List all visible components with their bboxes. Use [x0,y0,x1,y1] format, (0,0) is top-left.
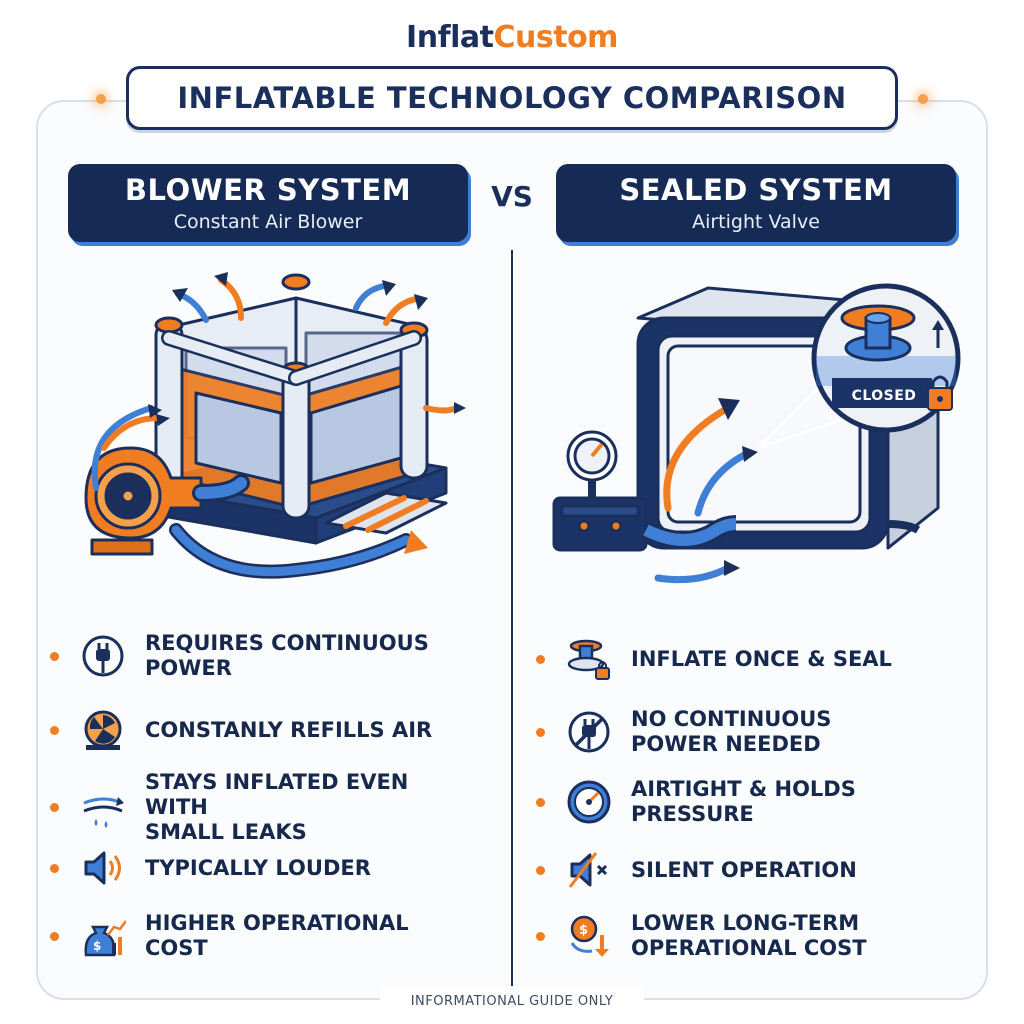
feature-text: LOWER LONG-TERM OPERATIONAL COST [631,911,867,960]
bounce-house-illustration [56,268,496,608]
bullet-dot [536,797,545,807]
sealed-system-subtitle: Airtight Valve [692,211,820,233]
feature-text: INFLATE ONCE & SEAL [631,646,892,671]
bullet-dot [536,865,545,875]
footer-note: INFORMATIONAL GUIDE ONLY [410,994,614,1009]
no-plug-icon [561,704,617,760]
glow-dot [96,94,106,104]
bullet-dot [536,727,545,737]
feature-text: STAYS INFLATED EVEN WITH SMALL LEAKS [145,770,409,844]
brand-logo: InflatCustom [0,20,1024,55]
feature-text: REQUIRES CONTINUOUS POWER [145,631,429,680]
feature-text: TYPICALLY LOUDER [145,855,371,880]
plug-icon [75,628,131,684]
sealed-cube-illustration: CLOSED [548,268,988,608]
list-item: SILENT OPERATION [536,842,951,898]
bullet-dot [536,654,545,664]
feature-text: CONSTANLY REFILLS AIR [145,717,433,742]
valve-closed-label: CLOSED [851,388,917,404]
svg-text:$: $ [93,939,101,953]
list-item: TYPICALLY LOUDER [50,840,465,896]
bullet-dot [50,651,59,661]
bullet-dot [50,725,59,735]
fan-icon [75,702,131,758]
title-banner: INFLATABLE TECHNOLOGY COMPARISON [126,66,898,130]
brand-logo-part2: Custom [493,20,619,55]
bullet-dot [50,803,59,812]
list-item: $ LOWER LONG-TERM OPERATIONAL COST [536,908,951,964]
list-item: STAYS INFLATED EVEN WITH SMALL LEAKS [50,770,465,845]
list-item: NO CONTINUOUS POWER NEEDED [536,704,951,760]
speaker-muted-icon [561,842,617,898]
bullet-dot [50,931,59,941]
glow-dot [918,94,928,104]
bullet-dot [536,931,545,941]
vs-label: VS [491,180,533,213]
list-item: INFLATE ONCE & SEAL [536,631,951,687]
svg-text:$: $ [579,923,588,938]
list-item: REQUIRES CONTINUOUS POWER [50,628,465,684]
list-item: AIRTIGHT & HOLDS PRESSURE [536,774,951,830]
blower-system-title: BLOWER SYSTEM [124,173,412,207]
footer-backdrop [380,986,644,1008]
feature-text: AIRTIGHT & HOLDS PRESSURE [631,777,856,826]
sealed-system-title: SEALED SYSTEM [619,173,893,207]
list-item: $ HIGHER OPERATIONAL COST [50,908,465,964]
speaker-loud-icon [75,840,131,896]
list-item: CONSTANLY REFILLS AIR [50,702,465,758]
air-leak-icon [75,780,131,836]
sealed-system-header: SEALED SYSTEM Airtight Valve [556,164,956,242]
sealed-cube-valve-icon [552,283,961,584]
bullet-dot [50,863,59,873]
center-divider [511,250,513,990]
page-title: INFLATABLE TECHNOLOGY COMPARISON [177,81,847,115]
pressure-gauge-icon [561,774,617,830]
valve-lock-icon [561,631,617,687]
coin-down-icon: $ [561,908,617,964]
brand-logo-part1: Inflat [406,20,494,55]
blower-system-header: BLOWER SYSTEM Constant Air Blower [68,164,468,242]
blower-system-subtitle: Constant Air Blower [173,211,363,233]
money-bag-rising-icon: $ [75,908,131,964]
bounce-house-blower-icon [84,272,466,579]
feature-text: HIGHER OPERATIONAL COST [145,911,409,960]
feature-text: NO CONTINUOUS POWER NEEDED [631,707,832,756]
feature-text: SILENT OPERATION [631,857,857,882]
